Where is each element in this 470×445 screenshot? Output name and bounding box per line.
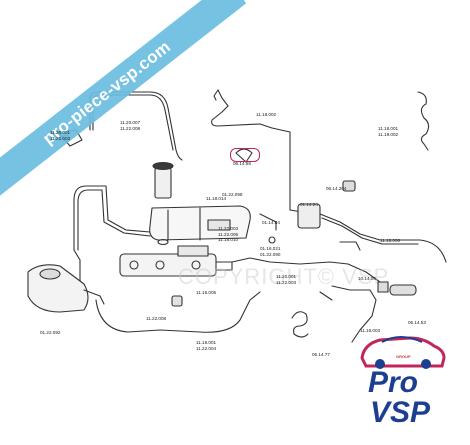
part-label: 11.16.003 <box>360 328 381 334</box>
part-label: 01.14.24 <box>300 202 318 208</box>
master-cylinder <box>119 253 217 277</box>
part-label: 11.18.006 <box>380 238 401 244</box>
part-label: 06.14.204 <box>326 186 347 192</box>
part-label: 11.22.008 <box>146 316 167 322</box>
part-label: 11.18.002 <box>256 112 277 118</box>
spring-lower <box>291 311 309 338</box>
spring-clip <box>417 91 430 151</box>
part-label: 10.14.06 <box>358 276 376 282</box>
brand-line-1: Pro <box>368 366 419 399</box>
brand-logo: GROUP Pro VSP <box>352 316 452 434</box>
brake-pipe-top <box>211 89 273 129</box>
brake-pipe-left <box>73 185 151 251</box>
part-label: 11.18.014 <box>206 196 227 202</box>
part-label-highlighted: 06.14.58 <box>233 161 251 167</box>
brand-line-2: VSP <box>370 396 431 429</box>
copyright-watermark: COPYRIGHT© VSP <box>178 264 390 289</box>
bleed-screw <box>377 281 389 293</box>
part-label: 06.14.53 <box>408 320 426 326</box>
part-label: 11.16.005 <box>196 290 217 296</box>
clutch-line-right <box>271 127 303 213</box>
highlighted-part-ring <box>230 148 260 162</box>
part-label: 06.14.77 <box>312 352 330 358</box>
brand-group-text: GROUP <box>396 354 411 359</box>
part-label: 01.22.092 <box>40 330 61 336</box>
hose-lower-right <box>231 257 381 283</box>
part-label: 01.22.098 <box>222 192 243 198</box>
part-label: 01.14.84 <box>262 220 280 226</box>
car-icon <box>360 336 446 369</box>
clutch-line-lower <box>95 291 261 333</box>
